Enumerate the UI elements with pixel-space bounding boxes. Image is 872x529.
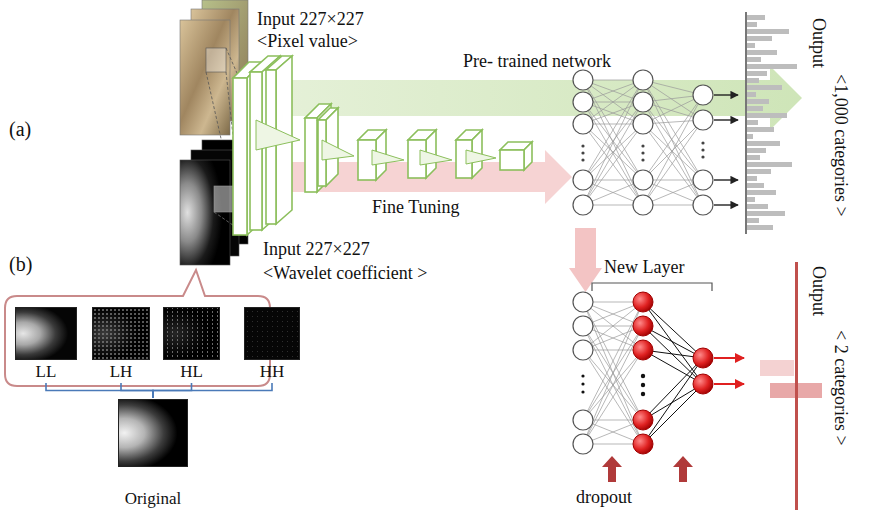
image-caption: HL bbox=[163, 362, 220, 382]
mammogram-image bbox=[163, 307, 220, 360]
text-label: Output bbox=[808, 266, 830, 316]
text-label: Input 227×227 bbox=[263, 238, 370, 260]
text-label: Input 227×227 bbox=[257, 8, 364, 30]
subband-image-node: LL bbox=[15, 307, 77, 382]
text-label: Output bbox=[808, 18, 830, 68]
image-caption: Original bbox=[118, 489, 188, 509]
tree-connector bbox=[46, 383, 153, 398]
image-caption: LL bbox=[15, 362, 77, 382]
mammogram-image bbox=[118, 399, 188, 467]
tree-connector bbox=[121, 383, 153, 398]
text-label: Pre- trained network bbox=[463, 50, 611, 72]
text-label: <Wavelet coefficient > bbox=[263, 262, 427, 284]
text-label: dropout bbox=[576, 486, 632, 508]
image-caption: HH bbox=[244, 362, 300, 382]
text-label: (a) bbox=[9, 117, 31, 141]
text-label: New Layer bbox=[604, 256, 684, 278]
text-label: (b) bbox=[9, 252, 32, 276]
text-label: <Pixel value> bbox=[257, 30, 358, 52]
text-label: Fine Tuning bbox=[372, 196, 460, 218]
mammogram-image bbox=[15, 307, 77, 360]
mammogram-image bbox=[244, 307, 300, 360]
mammogram-image bbox=[92, 307, 150, 360]
image-caption: LH bbox=[92, 362, 150, 382]
text-label: < 2 categories > bbox=[830, 330, 852, 446]
subband-image-node: Original bbox=[118, 399, 188, 509]
subband-image-node: HL bbox=[163, 307, 220, 382]
subband-image-node: HH bbox=[244, 307, 300, 382]
text-label: <1,000 categories > bbox=[830, 74, 852, 217]
subband-image-node: LH bbox=[92, 307, 150, 382]
tree-connector bbox=[153, 383, 272, 398]
